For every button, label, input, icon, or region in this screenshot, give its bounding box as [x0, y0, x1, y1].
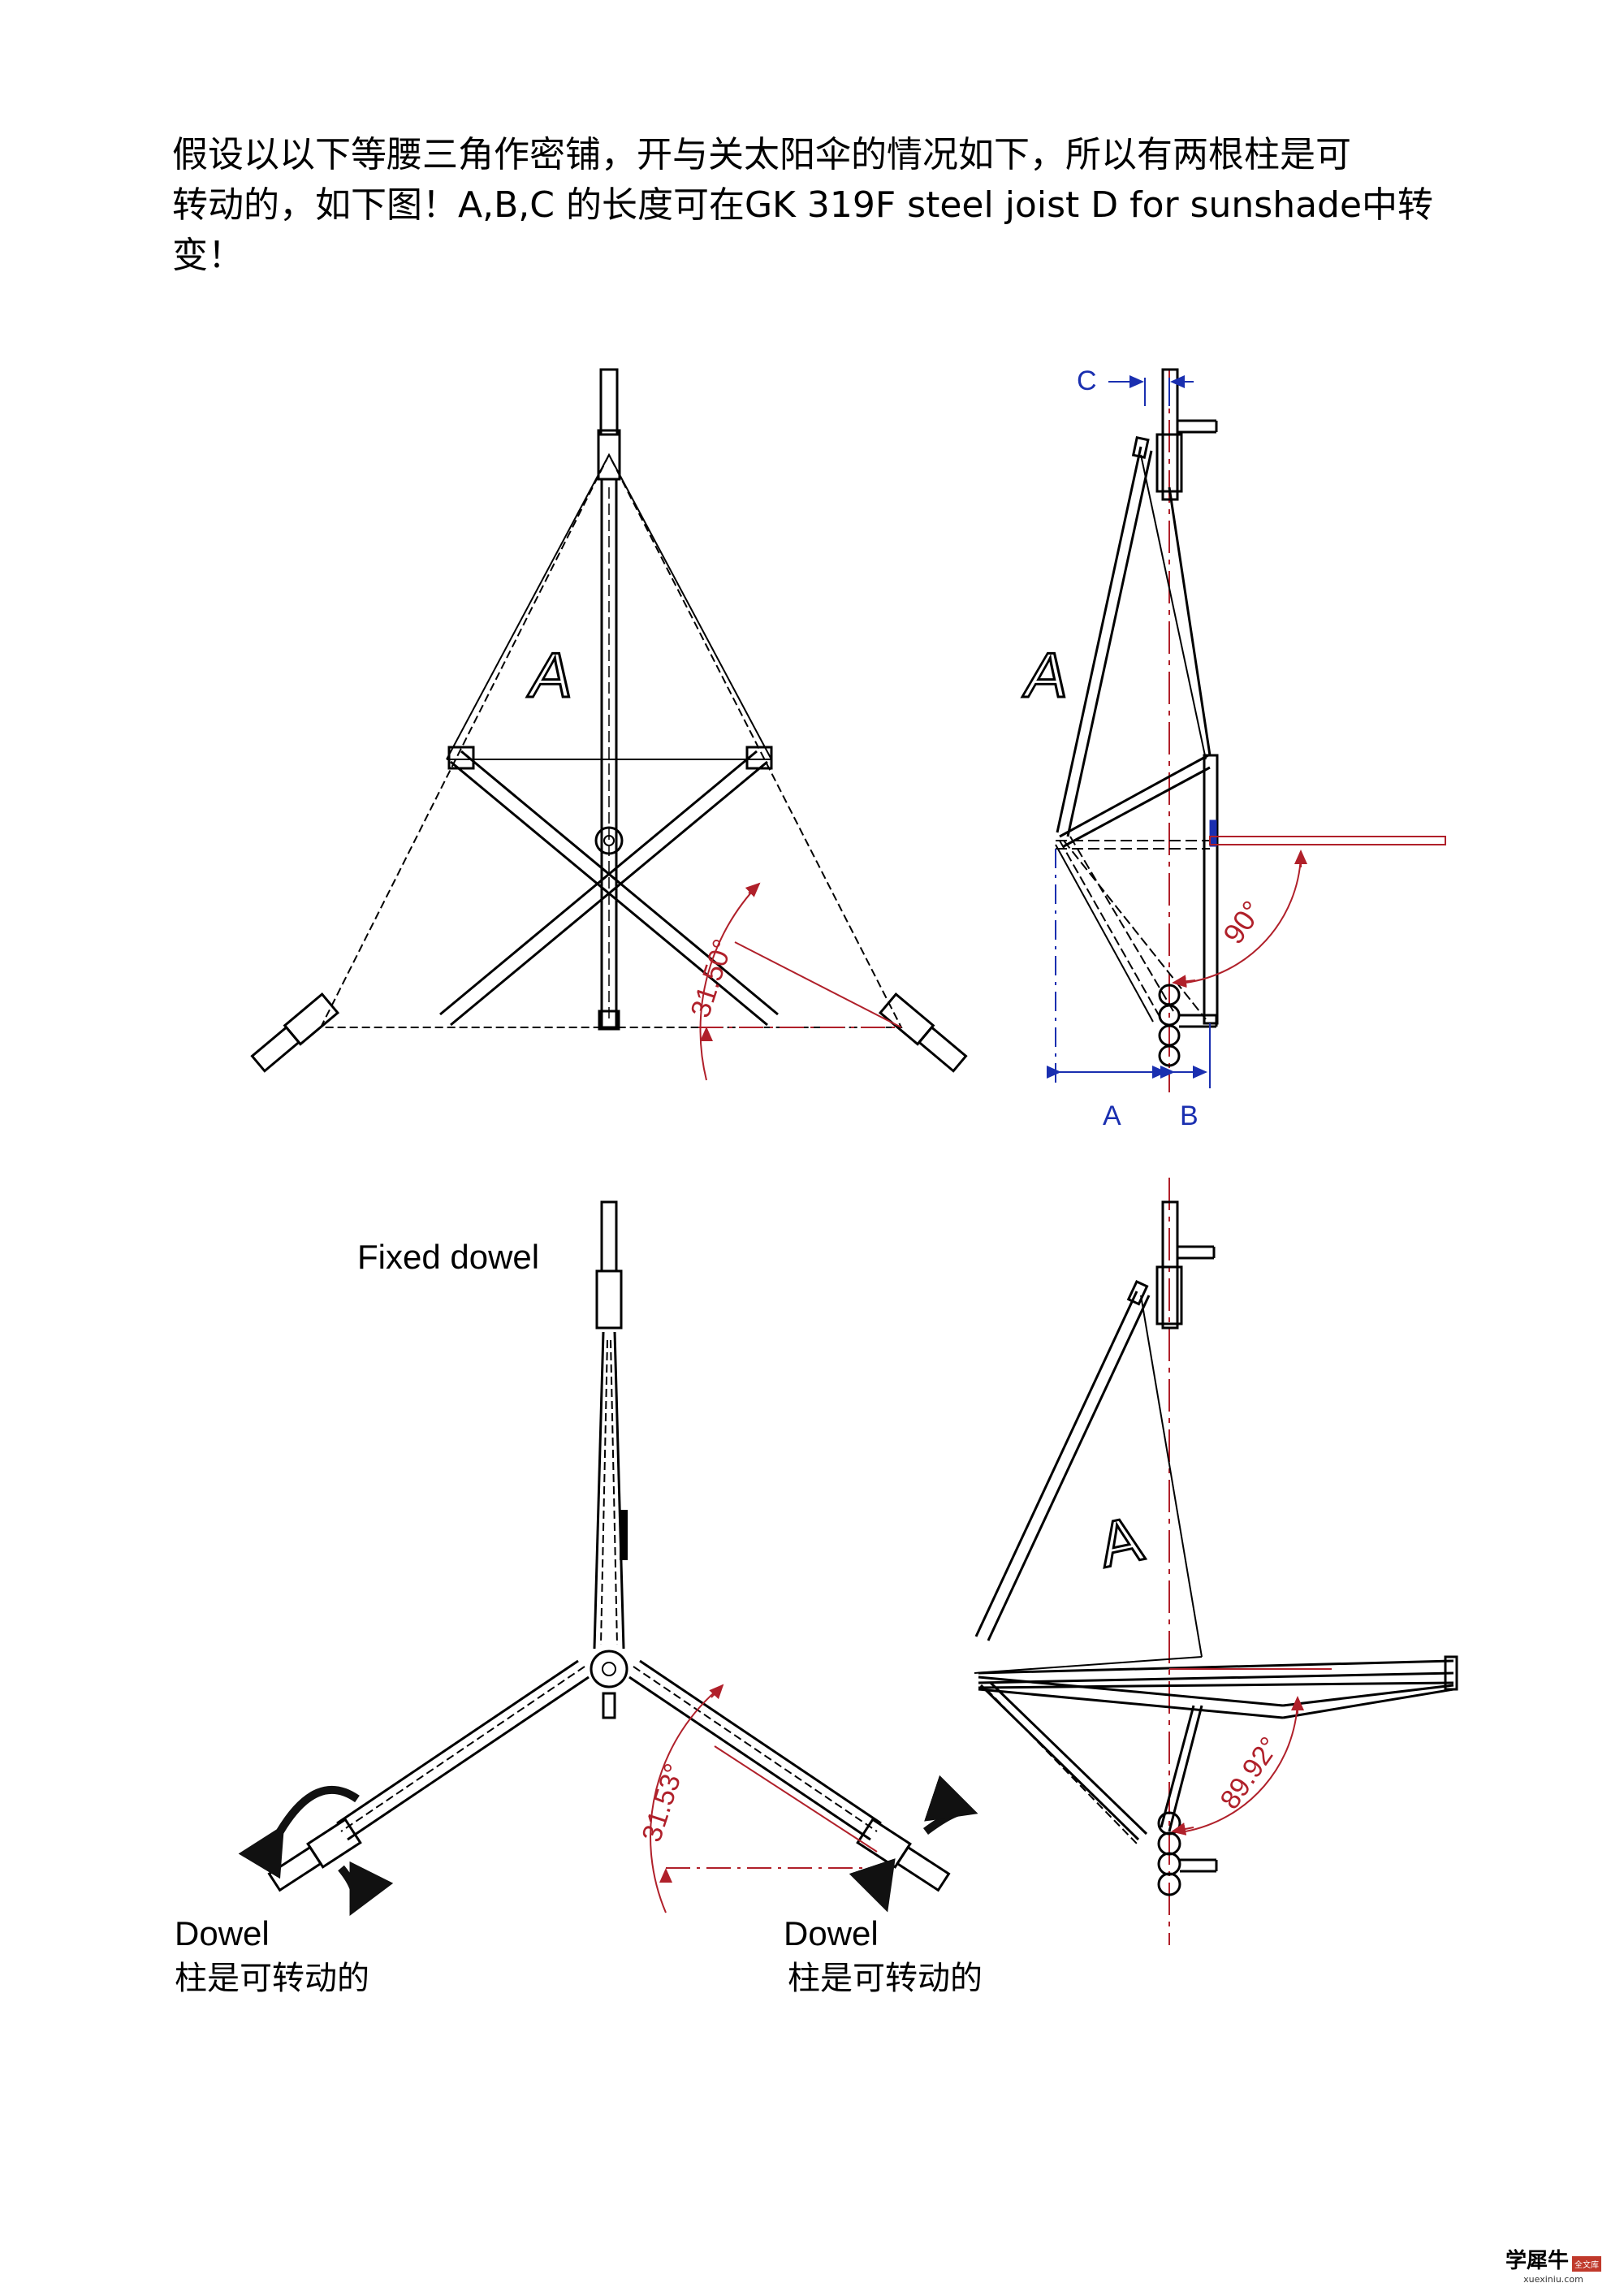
angle-label-top-left: 31.50° [685, 936, 739, 1022]
watermark: 学犀牛全文库 xuexiniu.com [1505, 2244, 1601, 2285]
dimension-label-b: B [1180, 1100, 1199, 1131]
canopy-outline [319, 452, 903, 1028]
dimension-label-c: C [1077, 365, 1097, 396]
intro-line-3: 变！ [172, 235, 244, 276]
region-label-a-top-right: A [1020, 640, 1075, 711]
region-label-a-bottom-right: A [1092, 1503, 1148, 1581]
intro-line-1: 假设以以下等腰三角作密铺，开与关太阳伞的情况如下，所以有两根柱是可 [172, 134, 1351, 175]
top-post [599, 368, 619, 436]
watermark-badge: 全文库 [1572, 2256, 1601, 2272]
top-right-side-view [1047, 368, 1446, 1092]
center-arm [600, 478, 618, 1029]
hub [594, 826, 624, 855]
region-label-a-top-left: A [525, 640, 580, 711]
angle-label-top-right: 90° [1216, 894, 1269, 949]
right-dowel-rotatable-note: 柱是可转动的 [788, 1960, 983, 1997]
bottom-left-plan-view [238, 1200, 978, 1916]
watermark-site: xuexiniu.com [1523, 2274, 1583, 2285]
right-dowel-label: Dowel [784, 1914, 879, 1952]
watermark-logo: 学犀牛 [1505, 2249, 1569, 2273]
intro-text: 假设以以下等腰三角作密铺，开与关太阳伞的情况如下，所以有两根柱是可 转动的，如下… [172, 130, 1488, 281]
left-dowel-rotatable-note: 柱是可转动的 [175, 1960, 369, 1997]
intro-line-2: 转动的，如下图！A,B,C 的长度可在GK 319F steel joist D… [172, 184, 1434, 226]
top-left-plan-view [250, 368, 968, 1081]
angle-label-bottom-left: 31.53° [636, 1760, 690, 1846]
fixed-dowel-label: Fixed dowel [357, 1238, 540, 1276]
dimension-label-a: A [1103, 1100, 1121, 1131]
bottom-right-side-view [974, 1178, 1458, 1945]
left-dowel-label: Dowel [175, 1914, 270, 1952]
angle-arc [699, 883, 760, 1081]
